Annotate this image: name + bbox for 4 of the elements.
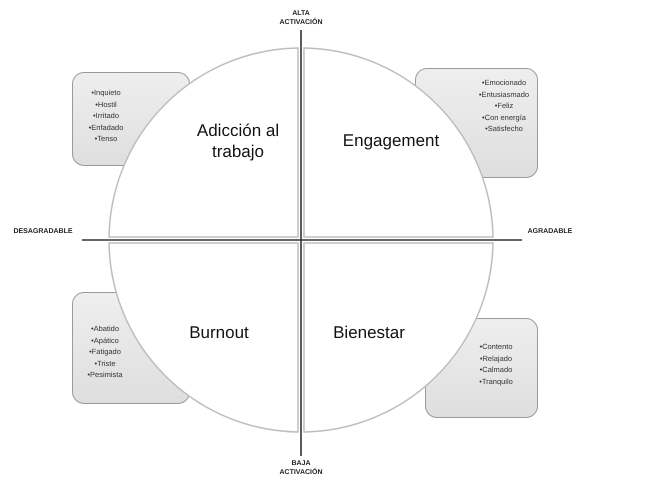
quadrant-title: Engagement: [342, 130, 440, 151]
quadrant-title: Adicción al trabajo: [196, 120, 280, 162]
quadrant-title: Burnout: [188, 322, 250, 343]
quadrant-title: Bienestar: [332, 322, 406, 343]
